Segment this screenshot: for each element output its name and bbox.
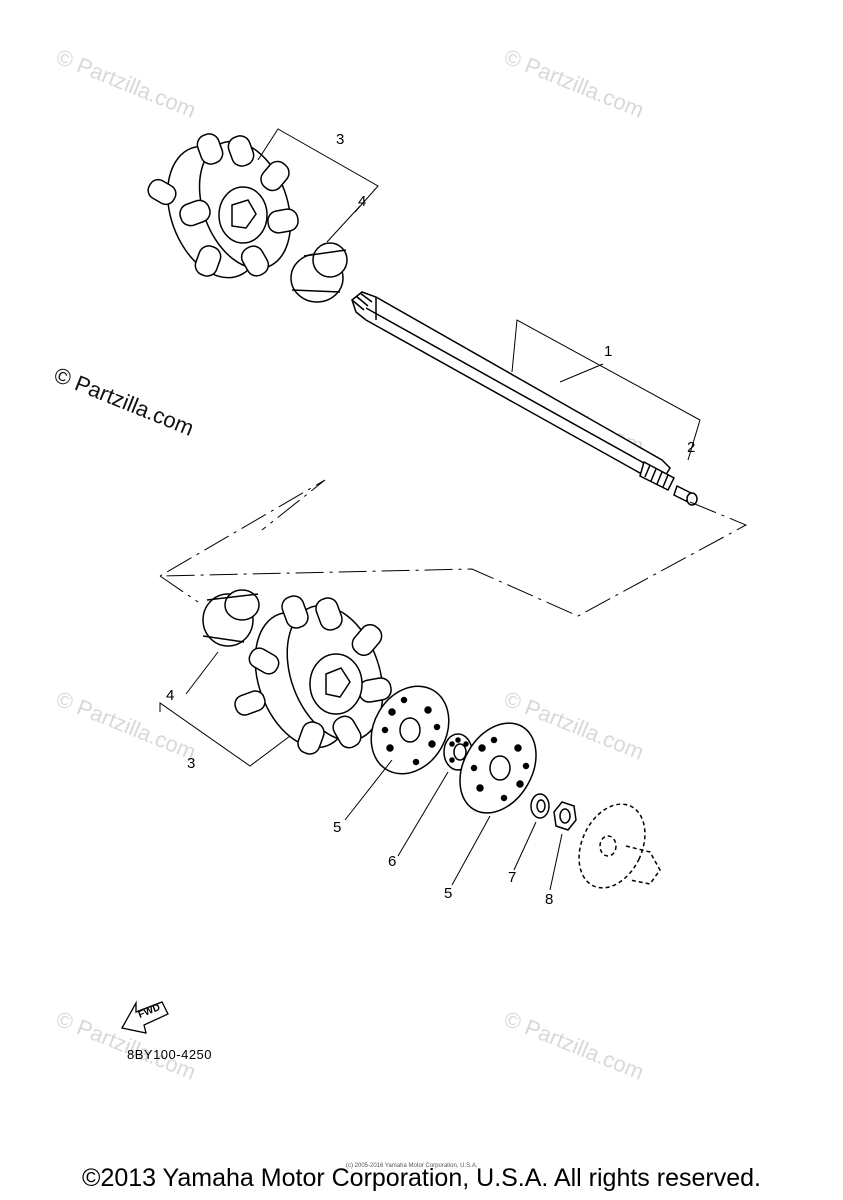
washer	[530, 793, 550, 819]
sprocket-upper	[147, 133, 299, 279]
callout-3: 3	[336, 131, 345, 148]
callout-6: 6	[388, 853, 397, 870]
callout-8: 8	[545, 891, 554, 908]
footer-copyright: ©2013 Yamaha Motor Corporation, U.S.A. A…	[82, 1164, 761, 1192]
sprocket-lower	[234, 595, 392, 755]
callout-3: 3	[187, 755, 196, 772]
callout-4: 4	[358, 193, 367, 210]
drive-shaft	[351, 291, 675, 492]
diagram-code: 8BY100-4250	[127, 1047, 213, 1062]
fwd-arrow-icon	[120, 1000, 169, 1034]
plate-left	[370, 685, 450, 775]
collar-upper	[290, 242, 348, 303]
hub	[578, 803, 661, 889]
callout-2: 2	[687, 439, 696, 456]
callout-7: 7	[508, 869, 517, 886]
callout-5: 5	[444, 885, 453, 902]
leader-lines-upper	[257, 128, 701, 461]
callout-1: 1	[604, 343, 613, 360]
callout-5: 5	[333, 819, 342, 836]
tiny-copyright: (c) 2005-2016 Yamaha Motor Corporation, …	[346, 1163, 478, 1169]
leader-lines-lower	[159, 651, 563, 891]
nut	[553, 801, 577, 831]
collar-lower	[202, 589, 260, 647]
assembly-outline	[159, 479, 748, 617]
callout-4: 4	[166, 687, 175, 704]
plate-right	[459, 722, 537, 814]
bolt	[673, 484, 698, 506]
